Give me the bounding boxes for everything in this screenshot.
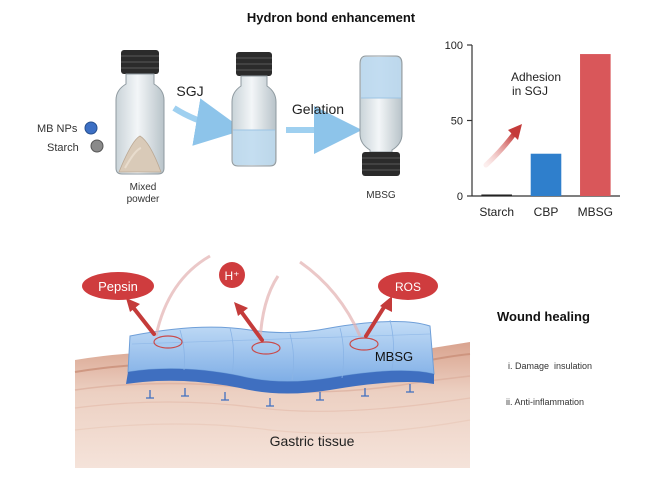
chart-annotation-line2: in SGJ bbox=[512, 84, 548, 98]
starch-dot-icon bbox=[90, 139, 104, 153]
y-tick-label: 50 bbox=[451, 116, 463, 128]
wound-healing-item-1: i. Damage insulation bbox=[508, 361, 592, 371]
x-tick-label: CBP bbox=[534, 205, 559, 219]
trend-arrow-head-icon bbox=[508, 124, 522, 140]
deflection-arrows bbox=[126, 254, 392, 343]
vial-inverted-mbsg bbox=[359, 55, 403, 176]
badge-hydrogen-ion: H⁺ bbox=[219, 262, 245, 288]
bar-mbsg bbox=[580, 54, 611, 197]
chart-annotation-line1: Adhesion bbox=[511, 70, 561, 84]
badge-pepsin: Pepsin bbox=[82, 272, 154, 300]
badge-ros-label: ROS bbox=[395, 280, 421, 294]
x-tick-label: MBSG bbox=[578, 205, 613, 219]
badge-hydrogen-label: H⁺ bbox=[225, 269, 240, 283]
mbsg-gel-layer bbox=[126, 319, 435, 407]
sgj-label: SGJ bbox=[176, 83, 203, 99]
tissue-label: Gastric tissue bbox=[270, 433, 355, 449]
trend-arrow-icon bbox=[483, 131, 517, 168]
wound-healing-title: Wound healing bbox=[497, 309, 590, 324]
legend-mb-nps-label: MB NPs bbox=[37, 123, 78, 135]
vial1-caption-line1: Mixed bbox=[130, 182, 157, 193]
x-tick-label: Starch bbox=[479, 205, 514, 219]
y-tick-label: 0 bbox=[457, 191, 463, 203]
gelation-label: Gelation bbox=[292, 101, 344, 117]
gel-label: MBSG bbox=[375, 349, 413, 364]
bar-cbp bbox=[530, 153, 562, 196]
sgj-arrow-icon bbox=[172, 98, 244, 146]
legend: MB NPs Starch bbox=[37, 121, 104, 154]
vial3-caption: MBSG bbox=[366, 190, 396, 201]
wound-healing-item-2: ii. Anti-inflammation bbox=[506, 397, 584, 407]
vial-with-sgj bbox=[231, 52, 277, 167]
badge-ros: ROS bbox=[378, 272, 438, 300]
badge-pepsin-label: Pepsin bbox=[98, 279, 138, 294]
adhesion-bar-chart: 0 50 100 Starch CBP MBSG Adhesion in SGJ bbox=[445, 40, 620, 219]
vial-mixed-powder bbox=[115, 50, 165, 175]
bar-starch bbox=[481, 194, 512, 196]
vial1-caption-line2: powder bbox=[127, 194, 160, 205]
y-tick-label: 100 bbox=[445, 40, 463, 52]
mb-nps-dot-icon bbox=[84, 121, 98, 135]
legend-starch-label: Starch bbox=[47, 142, 79, 154]
top-title: Hydron bond enhancement bbox=[247, 10, 416, 25]
